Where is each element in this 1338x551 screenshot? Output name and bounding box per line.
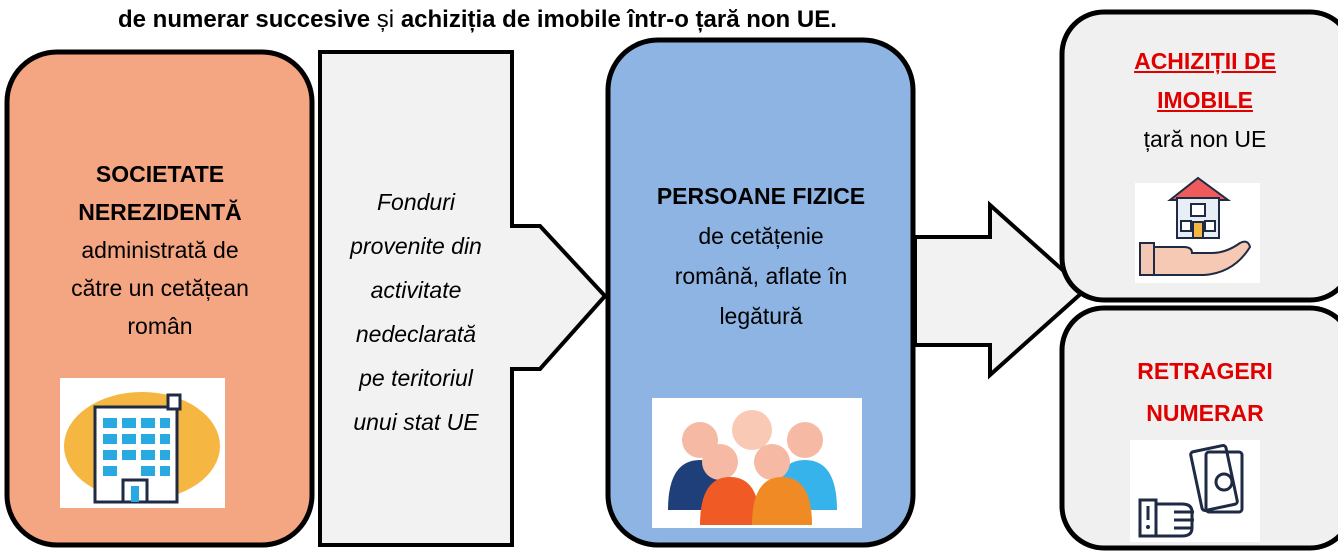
real-estate-box bbox=[1059, 9, 1338, 303]
company-heading-line-2: NEREZIDENTĂ bbox=[78, 199, 242, 225]
house-in-hand-icon bbox=[1135, 176, 1260, 283]
persons-heading: PERSOANE FIZICE bbox=[656, 183, 866, 209]
cash-box-text: RETRAGERI NUMERAR bbox=[1090, 350, 1320, 434]
title-part-2: și bbox=[370, 6, 401, 33]
office-building-icon bbox=[60, 378, 225, 508]
company-heading-line-1: SOCIETATE bbox=[95, 161, 225, 187]
cash-withdrawal-icon bbox=[1130, 440, 1260, 542]
funds-line-4: nedeclarată bbox=[355, 321, 477, 347]
real-estate-heading-line-2: IMOBILE bbox=[1157, 87, 1253, 113]
persons-text-line-2: română, aflate în bbox=[674, 263, 848, 289]
people-group-icon bbox=[652, 398, 862, 528]
title-part-1: de numerar succesive bbox=[118, 6, 371, 33]
company-box-text: SOCIETATE NEREZIDENTĂ administrată de că… bbox=[15, 155, 305, 345]
persons-text-line-3: legătură bbox=[719, 303, 803, 329]
persons-text-line-1: de cetățenie bbox=[698, 223, 824, 249]
funds-line-1: Fonduri bbox=[377, 189, 455, 215]
company-text-line-3: român bbox=[127, 313, 193, 339]
flow-arrow bbox=[913, 200, 1088, 380]
funds-line-3: activitate bbox=[370, 277, 462, 303]
real-estate-text: țară non UE bbox=[1143, 126, 1267, 152]
diagram-title: de numerar succesive și achiziția de imo… bbox=[118, 2, 1118, 38]
cash-heading-line-2: NUMERAR bbox=[1146, 400, 1264, 426]
real-estate-box-text: ACHIZIȚII DE IMOBILE țară non UE bbox=[1090, 42, 1320, 159]
cash-heading-line-1: RETRAGERI bbox=[1137, 358, 1273, 384]
funds-line-6: unui stat UE bbox=[353, 409, 479, 435]
funds-arrow bbox=[318, 50, 608, 547]
company-text-line-1: administrată de bbox=[81, 237, 239, 263]
real-estate-heading-line-1: ACHIZIȚII DE bbox=[1134, 48, 1276, 74]
company-text-line-2: către un cetățean bbox=[71, 275, 249, 301]
funds-arrow-text: Fonduri provenite din activitate nedecla… bbox=[320, 180, 512, 444]
title-part-3: achiziția de imobile într-o țară non UE. bbox=[400, 6, 837, 33]
funds-line-2: provenite din bbox=[350, 233, 482, 259]
funds-line-5: pe teritoriul bbox=[359, 365, 473, 391]
persons-box-text: PERSOANE FIZICE de cetățenie română, afl… bbox=[612, 176, 910, 336]
